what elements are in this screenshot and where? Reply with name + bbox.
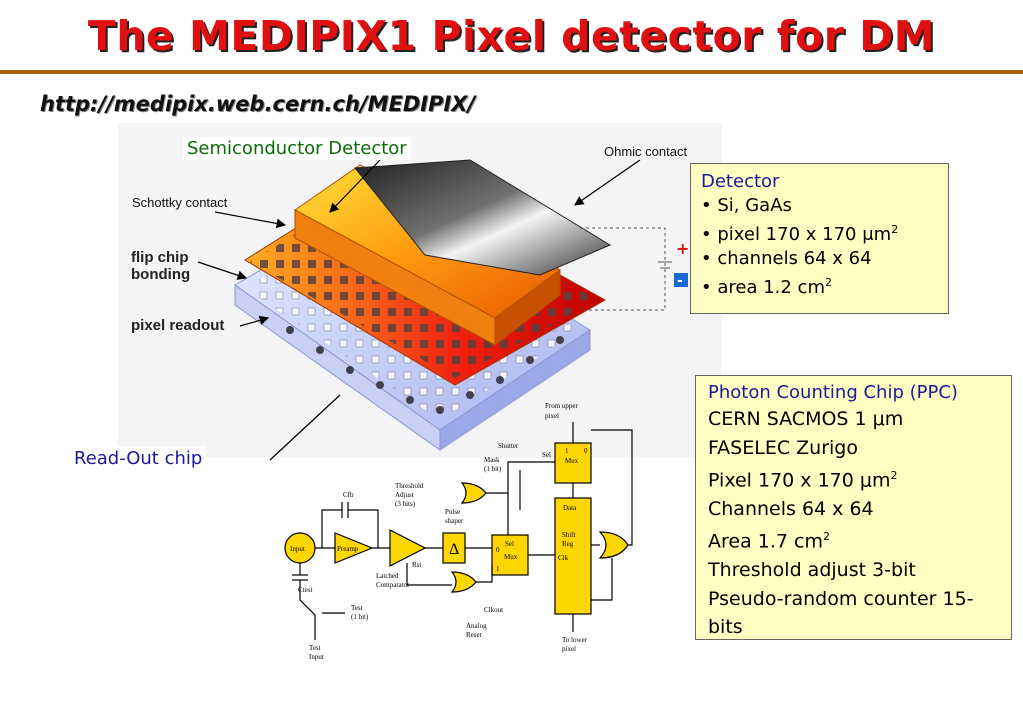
medipix-url[interactable]: http://medipix.web.cern.ch/MEDIPIX/ [40,92,476,116]
detector-material: • Si, GaAs [701,195,792,216]
detector-heading: Detector [701,171,780,192]
label-sel: Sel [505,540,514,548]
label-test-input: Test [309,644,321,652]
label-lower-pixel: pixel [562,645,576,653]
semiconductor-detector-label: Semiconductor Detector [183,137,411,160]
label-shaper: shaper [445,517,464,525]
label-cfb: Cfb [343,491,354,499]
label-from-upper: From upper [545,402,579,410]
title-divider [0,70,1023,74]
label-shift: Shift [562,531,576,539]
label-pulse: Pulse [445,508,460,516]
label-reset: Reset [466,631,482,639]
label-clkout: Clkout [484,606,503,614]
detector-area: • area 1.2 cm2 [701,276,832,298]
label-preamp: Preamp [337,545,359,553]
ppc-counter-bits: bits [708,616,743,639]
ppc-fab: FASELEC Zurigo [708,436,858,459]
label-top-one: 1 [565,447,569,455]
ppc-counter: Pseudo-random counter 15- [708,587,974,610]
ppc-threshold: Threshold adjust 3-bit [708,559,916,582]
ppc-info-box: Photon Counting Chip (PPC) CERN SACMOS 1… [695,375,1012,640]
detector-channels: • channels 64 x 64 [701,248,872,269]
label-test-input-2: Input [309,653,324,661]
label-test: Test [351,604,363,612]
label-mux-one: 1 [496,565,500,573]
label-to-lower: To lower [562,636,588,644]
label-clk: Clk [558,554,569,562]
label-input: Input [290,545,305,553]
label-test-one-bit: (1 bit) [351,613,369,621]
label-latched: Latched [376,572,399,580]
ppc-pixel-size: Pixel 170 x 170 μm2 [708,469,898,492]
label-one-bit: (1 bit) [484,465,502,473]
label-analog: Analog [466,622,487,630]
label-top-sel: Sel [542,451,551,459]
label-adjust: Adjust [395,491,414,499]
ohmic-contact-layer [354,159,612,276]
schottky-contact-label: Schottky contact [132,195,228,210]
ppc-channels: Channels 64 x 64 [708,497,874,520]
label-threshold: Threshold [395,482,424,490]
ppc-area: Area 1.7 cm2 [708,530,830,553]
label-comparator: Comparator [376,581,410,589]
label-pixel: pixel [545,412,559,420]
label-data: Data [563,504,577,512]
label-mux-zero: 0 [496,546,500,554]
delta-symbol: Δ [449,541,459,558]
label-top-zero: 0 [584,447,588,455]
minus-sign: - [677,273,683,289]
label-mask: Mask [484,456,500,464]
label-three-bits: (3 bits) [395,500,416,508]
ppc-heading: Photon Counting Chip (PPC) [708,382,958,403]
label-top-mux: Mux [565,457,579,465]
label-reg: Reg [562,540,574,548]
page-title: The MEDIPIX1 Pixel detector for DM [87,12,936,60]
ppc-process: CERN SACMOS 1 μm [708,408,904,430]
read-out-chip-label: Read-Out chip [70,446,207,471]
bonding-label: bonding [131,266,190,283]
plus-sign: + [676,239,689,258]
flip-chip-label: flip chip [131,249,189,266]
pixel-readout-label: pixel readout [131,317,224,334]
detector-pixel-size: • pixel 170 x 170 μm2 [701,223,899,245]
label-rst: Rst [412,561,421,569]
ohmic-contact-label: Ohmic contact [604,144,687,159]
detector-info-box: Detector • Si, GaAs • pixel 170 x 170 μm… [690,163,949,314]
label-ctest: Ctest [298,586,312,594]
label-mux: Mux [504,553,518,561]
label-shutter: Shutter [498,442,519,450]
